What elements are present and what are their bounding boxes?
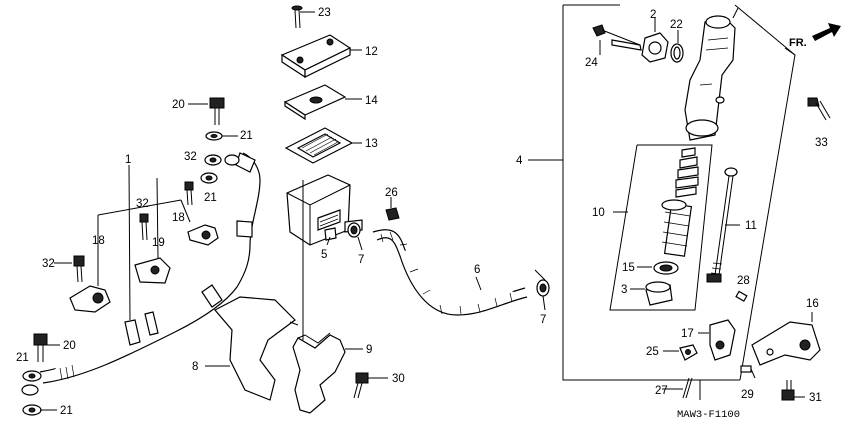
callout-4: 4 <box>516 155 523 167</box>
nut-part-25 <box>679 344 698 361</box>
callout-19: 19 <box>152 237 165 249</box>
reservoir-hose-part-6 <box>372 229 528 316</box>
callout-21-a: 21 <box>240 130 253 142</box>
bolt-part-33 <box>807 97 831 121</box>
callout-7-left: 7 <box>358 254 364 266</box>
boot-part-3 <box>630 281 673 306</box>
callout-10: 10 <box>592 207 605 219</box>
callout-16: 16 <box>806 298 819 310</box>
cup-part-15 <box>637 261 679 275</box>
callout-20-bottom: 20 <box>63 340 76 352</box>
callout-7-right: 7 <box>540 314 546 326</box>
washer-part-21-c <box>200 172 218 184</box>
stay-part-19 <box>134 177 171 284</box>
bolt-part-32-c <box>73 255 85 283</box>
callout-33: 33 <box>815 137 828 149</box>
drawing-code: MAW3-F1100 <box>677 409 740 421</box>
callout-23: 23 <box>318 7 331 19</box>
callout-12: 12 <box>365 46 378 58</box>
joint-part-2 <box>641 17 669 63</box>
plate-part-14 <box>283 84 362 121</box>
spring-part-10 <box>675 147 699 198</box>
leader-7 <box>534 269 546 281</box>
cotter-pin-part-27 <box>682 377 701 400</box>
bracket-part-8 <box>205 296 299 401</box>
callout-18-upper: 18 <box>172 212 185 224</box>
pin-part-28 <box>735 290 748 302</box>
callout-3: 3 <box>621 284 627 296</box>
clamp-part-18-upper <box>187 224 219 246</box>
leader-5 <box>326 236 331 246</box>
clamp-part-7-right <box>536 279 550 311</box>
washer-part-21-b <box>204 154 222 166</box>
callout-24: 24 <box>585 57 598 69</box>
o-ring-part-22 <box>670 30 684 63</box>
callout-15: 15 <box>622 262 635 274</box>
front-direction-arrow: FR. <box>789 23 841 49</box>
bolt-part-30 <box>353 372 388 399</box>
callout-28: 28 <box>737 275 750 287</box>
piston-kit-outline <box>609 144 713 311</box>
joint-part-17 <box>698 319 736 361</box>
callout-26: 26 <box>385 187 398 199</box>
screw-part-24 <box>592 24 642 55</box>
reservoir-cap-part-12 <box>280 34 362 79</box>
bolt-part-26 <box>385 197 400 221</box>
callout-13: 13 <box>365 138 378 150</box>
callout-21-d: 21 <box>60 405 73 417</box>
bolt-part-20-bottom <box>33 333 48 362</box>
bolt-part-32-b <box>139 213 149 241</box>
bolt-part-32-a <box>184 181 194 206</box>
leader-18 <box>97 199 191 286</box>
push-rod-part-11 <box>706 167 740 283</box>
clamp-part-18-lower <box>69 285 111 313</box>
callout-21-c: 21 <box>16 352 29 364</box>
washer-part-21-e <box>22 404 42 416</box>
callout-9: 9 <box>366 344 372 356</box>
master-cylinder-assembly-outline <box>562 4 796 381</box>
callout-30: 30 <box>392 373 405 385</box>
callout-17: 17 <box>681 328 694 340</box>
washer-part-21-d <box>22 370 42 382</box>
callout-2: 2 <box>650 9 656 21</box>
callout-32-a: 32 <box>184 151 197 163</box>
bolt-part-31 <box>781 380 805 401</box>
hose-end-fitting <box>21 384 39 396</box>
heat-guard-part-9 <box>292 332 363 414</box>
callout-25: 25 <box>646 346 659 358</box>
diaphragm-part-13 <box>284 127 362 164</box>
bolt-part-20-top <box>209 97 225 125</box>
callout-1: 1 <box>125 154 131 166</box>
callout-8: 8 <box>192 361 198 373</box>
front-direction-label: FR. <box>789 37 807 49</box>
callout-5: 5 <box>321 249 327 261</box>
callout-21-b: 21 <box>204 192 217 204</box>
master-cylinder-body <box>684 7 739 141</box>
callout-11: 11 <box>745 220 757 232</box>
callout-14: 14 <box>365 95 378 107</box>
callout-20-top: 20 <box>172 99 185 111</box>
bracket-part-16 <box>751 312 821 366</box>
callout-27: 27 <box>655 385 668 397</box>
callout-22: 22 <box>670 19 683 31</box>
callout-31: 31 <box>809 392 822 404</box>
callout-29: 29 <box>741 389 754 401</box>
callout-32-b: 32 <box>136 198 149 210</box>
pin-part-29 <box>740 365 756 379</box>
callout-32-c: 32 <box>42 258 55 270</box>
clamp-part-7-left <box>347 222 363 251</box>
bolt-part-23 <box>291 5 315 29</box>
callout-18-lower: 18 <box>92 235 105 247</box>
callout-6: 6 <box>474 264 480 276</box>
piston-part-10 <box>661 199 693 257</box>
washer-part-21-a <box>205 131 223 141</box>
